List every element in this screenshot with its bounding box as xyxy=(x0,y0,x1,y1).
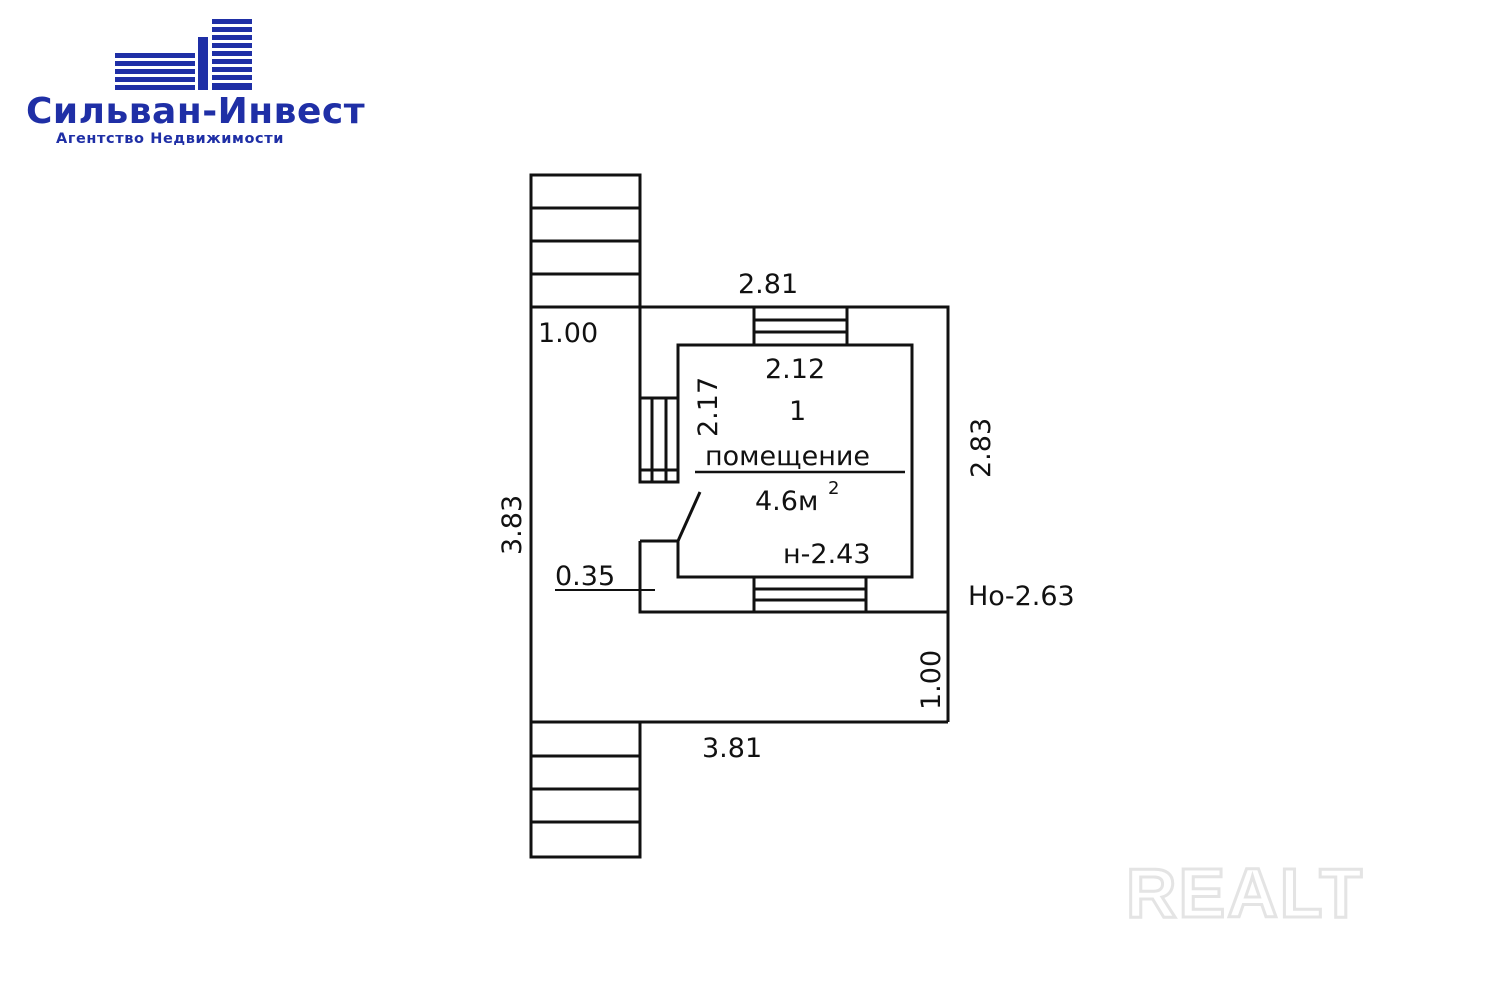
dim-left-total: 3.83 xyxy=(497,495,528,555)
dim-porch-top: 1.00 xyxy=(538,318,598,349)
realt-watermark: REALT xyxy=(1126,854,1364,932)
dim-inner-left: 2.17 xyxy=(693,377,724,437)
agency-tagline: Агентство Недвижимости xyxy=(56,131,285,147)
dim-right: 2.83 xyxy=(966,418,997,478)
dim-porch-right: 1.00 xyxy=(916,650,947,710)
room-area-exponent: 2 xyxy=(828,478,839,499)
building-logo-icon xyxy=(115,19,252,90)
bottom-window xyxy=(752,575,868,614)
door-leaf xyxy=(676,491,702,542)
dim-bottom: 3.81 xyxy=(702,733,762,764)
inner-wall xyxy=(676,343,914,579)
left-window xyxy=(638,396,680,484)
outer-wall xyxy=(638,305,950,614)
dim-wall: 0.35 xyxy=(555,561,615,592)
dim-inner-height: н-2.43 xyxy=(783,539,871,570)
dim-top-outer: 2.81 xyxy=(738,269,798,300)
top-window xyxy=(752,305,849,347)
dim-outer-height: Но-2.63 xyxy=(968,581,1075,612)
room-area: 4.6м xyxy=(755,486,818,517)
agency-logo: Сильван-Инвест Агентство Недвижимости xyxy=(20,15,365,155)
room-name: помещение xyxy=(705,441,870,472)
dim-top-inner: 2.12 xyxy=(765,354,825,385)
room-number: 1 xyxy=(789,396,806,427)
agency-name: Сильван-Инвест xyxy=(26,91,366,132)
